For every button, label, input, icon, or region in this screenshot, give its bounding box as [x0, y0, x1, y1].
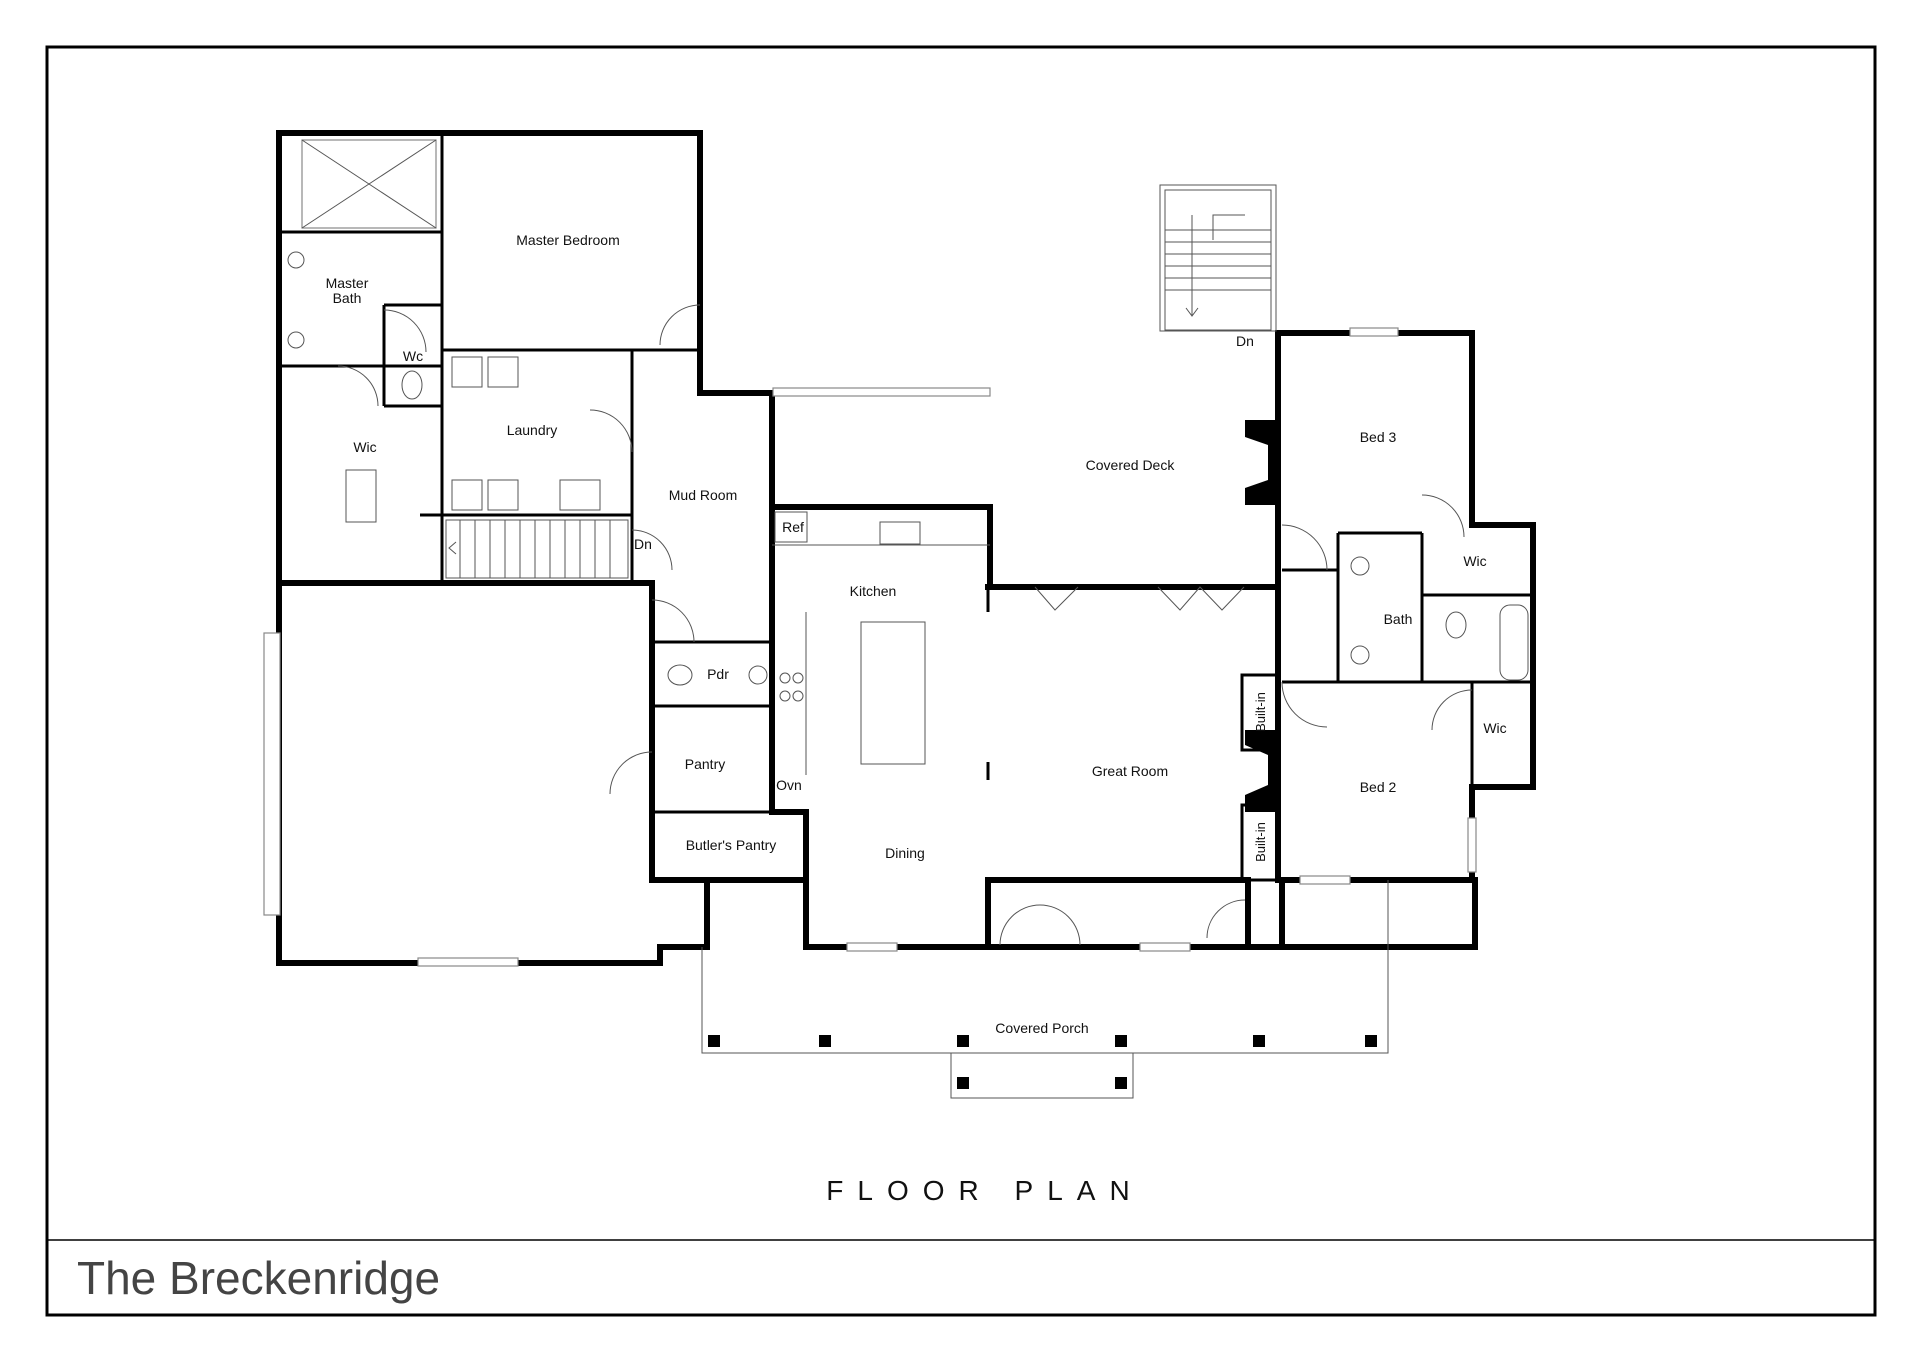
label-bed2: Bed 2	[1360, 779, 1397, 795]
window-porch-front-2	[1139, 942, 1191, 952]
label-built-in-upper: Built-in	[1253, 692, 1268, 732]
label-mud-room: Mud Room	[669, 487, 737, 503]
door-bed3-wic	[1421, 494, 1465, 538]
window-garage-west	[263, 632, 281, 916]
label-dining: Dining	[885, 845, 925, 861]
window-bed2-south	[1299, 875, 1351, 885]
door-master-bedroom	[659, 304, 701, 346]
label-wic-bed3: Wic	[1463, 553, 1486, 569]
label-master-bedroom: Master Bedroom	[516, 232, 619, 248]
floor-plan-drawing: Master Bedroom Master Bath Wc Wic Laundr…	[263, 130, 1536, 1099]
exterior-wall-master-suite	[276, 130, 809, 966]
door-bed2	[1281, 681, 1328, 728]
label-master-bath-1: Master	[326, 275, 369, 291]
label-dn-stair-laundry: Dn	[634, 536, 652, 552]
door-laundry	[589, 409, 633, 453]
door-deck-bifold-2	[1157, 586, 1245, 611]
covered-porch	[701, 880, 1389, 1099]
bath-fixtures	[287, 251, 1529, 686]
label-covered-deck: Covered Deck	[1086, 457, 1176, 473]
door-deck-bifold-1	[1034, 586, 1079, 611]
door-wc	[383, 309, 427, 353]
skylight-diag-2	[301, 139, 437, 229]
door-front-left	[999, 904, 1041, 946]
door-pdr	[651, 599, 695, 643]
label-bath: Bath	[1384, 611, 1413, 627]
door-pantry	[609, 751, 653, 795]
window-bed2-east	[1467, 817, 1477, 873]
window-bed3-north	[1349, 327, 1399, 337]
label-wic-bed2: Wic	[1483, 720, 1506, 736]
exterior-wall-kitchen-west	[769, 390, 1478, 950]
stair-to-basement	[445, 519, 629, 579]
door-bed3	[1281, 524, 1328, 571]
label-dn-deck: Dn	[1236, 333, 1254, 349]
kitchen-island	[860, 621, 926, 765]
label-master-bath-2: Bath	[333, 290, 362, 306]
label-pdr: Pdr	[707, 666, 729, 682]
label-built-in-lower: Built-in	[1253, 822, 1268, 862]
window-porch-front-1	[846, 942, 898, 952]
label-ovn: Ovn	[776, 777, 802, 793]
window-garage-south	[417, 957, 519, 967]
stair-deck	[1159, 184, 1277, 332]
plan-heading: FLOOR PLAN	[826, 1175, 1143, 1206]
sheet-border	[45, 45, 1877, 1317]
door-great-room-closet	[1206, 899, 1246, 939]
wic-island	[345, 469, 377, 523]
label-wc: Wc	[403, 348, 423, 364]
laundry-machines	[451, 356, 601, 511]
door-bed2-wic	[1431, 689, 1473, 731]
label-pantry: Pantry	[685, 756, 725, 772]
label-butlers-pantry: Butler's Pantry	[686, 837, 777, 853]
great-room-fireplace	[1245, 730, 1278, 812]
deck-fireplace	[1245, 420, 1278, 505]
window-deck-rail	[772, 387, 991, 397]
label-bed3: Bed 3	[1360, 429, 1397, 445]
label-kitchen: Kitchen	[850, 583, 897, 599]
label-covered-porch: Covered Porch	[995, 1020, 1088, 1036]
kitchen-fixtures	[774, 511, 921, 702]
door-mudroom-stair	[631, 529, 673, 571]
label-laundry: Laundry	[507, 422, 558, 438]
door-wic	[337, 365, 379, 407]
label-ref: Ref	[782, 519, 804, 535]
plan-title: The Breckenridge	[77, 1252, 440, 1304]
label-great-room: Great Room	[1092, 763, 1168, 779]
door-front-right	[1039, 904, 1081, 946]
label-wic-master: Wic	[353, 439, 376, 455]
